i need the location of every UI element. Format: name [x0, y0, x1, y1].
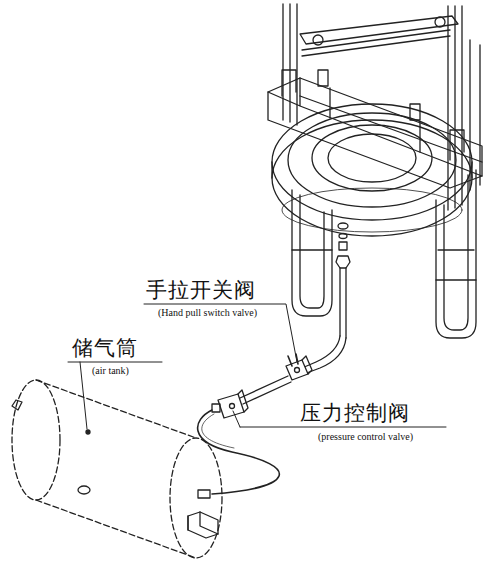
pressure-control-valve — [212, 390, 248, 418]
pipe — [302, 336, 346, 374]
part-label: 压力控制阀 — [300, 402, 410, 425]
carrier-frame — [268, 4, 482, 338]
english-label: (air tank) — [92, 365, 129, 376]
pipe — [240, 376, 291, 404]
part-label: 手拉开关阀 — [146, 279, 256, 302]
english-label: (Hand pull switch valve) — [158, 307, 257, 318]
part-label: 储气筒 — [72, 337, 138, 360]
hand-pull-switch-valve — [286, 354, 312, 380]
spare-tire — [272, 104, 472, 236]
air-tank-end — [12, 400, 222, 558]
air-tank — [12, 380, 196, 558]
fittings — [336, 223, 350, 338]
english-label: (pressure control valve) — [318, 431, 413, 442]
leader-line — [68, 304, 446, 429]
